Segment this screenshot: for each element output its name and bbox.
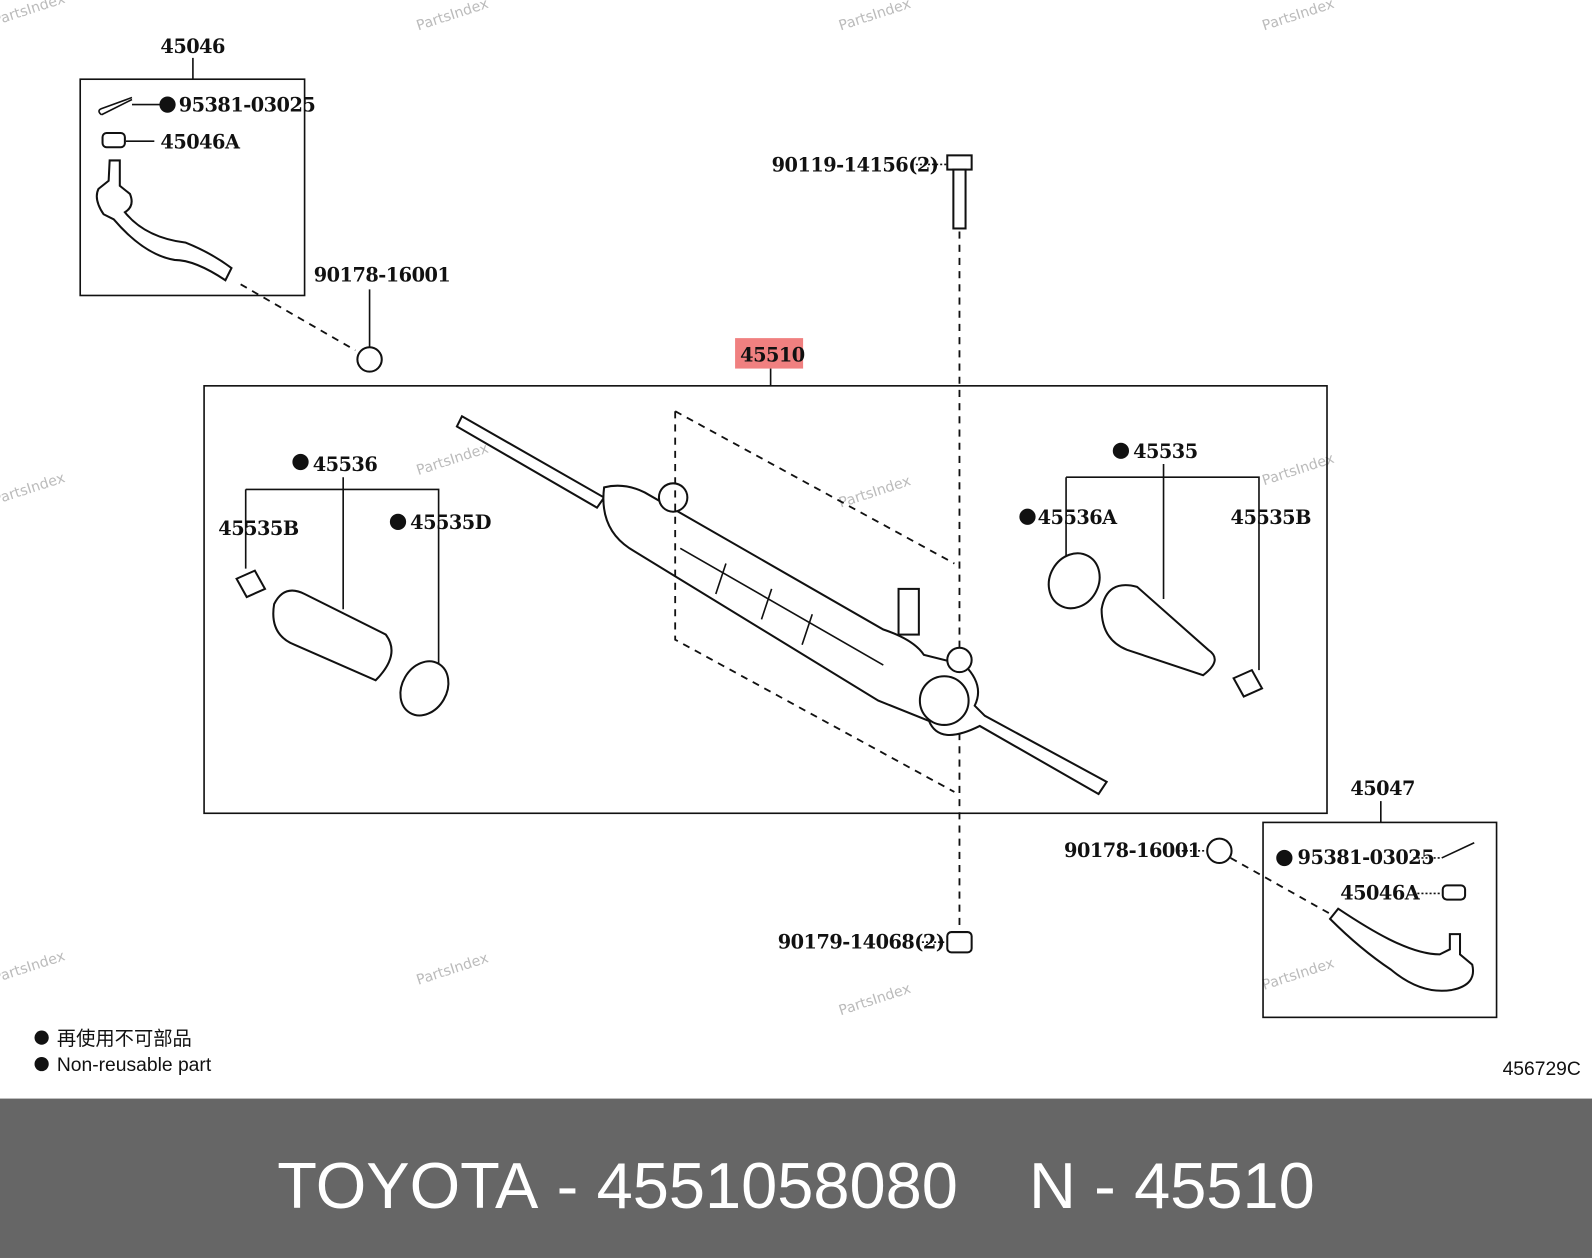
legend: 再使用不可部品 Non-reusable part (34, 1028, 212, 1076)
watermark: PartsIndex (415, 950, 491, 988)
clip-icon (399, 660, 450, 717)
cotter-pin-icon (1441, 841, 1475, 859)
label-95381-03025[interactable]: 95381-03025 (179, 94, 316, 117)
watermark: PartsIndex (0, 0, 67, 29)
tie-rod-end-icon (1328, 907, 1475, 992)
footer-bar (0, 1098, 1592, 1258)
watermark: PartsIndex (837, 0, 913, 34)
nut-icon (101, 132, 126, 149)
bolt-head-icon (946, 154, 973, 171)
bottom-nut-group[interactable]: 90179-14068(2) (778, 930, 973, 954)
tie-rod-end-icon (95, 159, 233, 282)
highlight-45510 (735, 338, 804, 369)
lock-nut-icon (1206, 837, 1233, 865)
footer-part-number: 4551058080 (597, 1149, 958, 1222)
cotter-pin-icon (98, 96, 133, 116)
nut-icon (1441, 884, 1467, 901)
non-reusable-dot (1276, 849, 1293, 867)
boot-icon (272, 589, 393, 682)
non-reusable-dot (389, 513, 407, 531)
watermark: PartsIndex (1260, 0, 1336, 34)
watermark: PartsIndex (1260, 451, 1336, 489)
legend-dot (34, 1030, 49, 1045)
non-reusable-dot (1112, 442, 1130, 459)
label-45047[interactable]: 45047 (1350, 777, 1415, 800)
watermark: PartsIndex (0, 470, 67, 508)
tie-rod-end-rh-group[interactable]: 45047 90178-16001 95381-03025 45046A (1064, 777, 1498, 1019)
label-45535D[interactable]: 45535D (410, 511, 491, 534)
label-45535B-lh[interactable]: 45535B (218, 517, 299, 540)
tie-rod-end-lh-group[interactable]: 45046 95381-03025 45046A 90178-16001 (79, 35, 451, 373)
legend-japanese: 再使用不可部品 (57, 1028, 192, 1050)
label-45510[interactable]: 45510 (740, 343, 805, 366)
clamp-icon (1232, 668, 1264, 698)
label-95381-03025-rh[interactable]: 95381-03025 (1298, 846, 1435, 869)
label-45046[interactable]: 45046 (160, 35, 225, 58)
label-45535[interactable]: 45535 (1133, 440, 1198, 463)
watermark: PartsIndex (837, 981, 913, 1019)
clamp-icon (235, 569, 267, 599)
watermark: PartsIndex (837, 473, 913, 511)
lock-nut-icon (356, 346, 383, 373)
label-45046A[interactable]: 45046A (160, 130, 241, 153)
nut-icon (946, 931, 973, 954)
label-45536[interactable]: 45536 (313, 453, 378, 476)
non-reusable-dot (292, 453, 309, 471)
steering-rack-icon (455, 414, 1109, 796)
watermark: PartsIndex (415, 0, 491, 34)
label-45046A-rh[interactable]: 45046A (1340, 882, 1421, 905)
label-45535B-rh[interactable]: 45535B (1231, 506, 1312, 529)
label-45536A[interactable]: 45536A (1038, 506, 1119, 529)
legend-dot (34, 1056, 49, 1072)
label-90179-14068[interactable]: 90179-14068(2) (778, 930, 945, 953)
footer-dash: - (557, 1149, 579, 1222)
footer-brand: TOYOTA (277, 1149, 539, 1222)
watermark: PartsIndex (0, 948, 67, 986)
bolt-shank-icon (952, 168, 967, 230)
rack-assembly-box (203, 385, 1328, 815)
diagram-code: 456729C (1503, 1059, 1581, 1080)
footer-ref-number: 45510 (1134, 1149, 1315, 1222)
rack-assembly-group[interactable]: 45510 45536 45535B 45535D 45535 45536A 4… (203, 338, 1328, 815)
boot-icon (1100, 584, 1216, 677)
footer-dash: - (1094, 1149, 1116, 1222)
watermark: PartsIndex (415, 441, 491, 479)
label-90178-16001-rh[interactable]: 90178-16001 (1064, 839, 1201, 862)
label-90119-14156[interactable]: 90119-14156(2) (772, 154, 939, 177)
non-reusable-dot (1019, 508, 1036, 525)
legend-english: Non-reusable part (57, 1055, 212, 1076)
watermark: PartsIndex (1260, 955, 1336, 993)
label-90178-16001[interactable]: 90178-16001 (314, 263, 451, 286)
non-reusable-dot (159, 96, 176, 113)
clip-icon (1047, 552, 1101, 610)
bolt-group[interactable]: 90119-14156(2) (772, 154, 973, 930)
footer-ref-prefix: N (1029, 1149, 1076, 1222)
